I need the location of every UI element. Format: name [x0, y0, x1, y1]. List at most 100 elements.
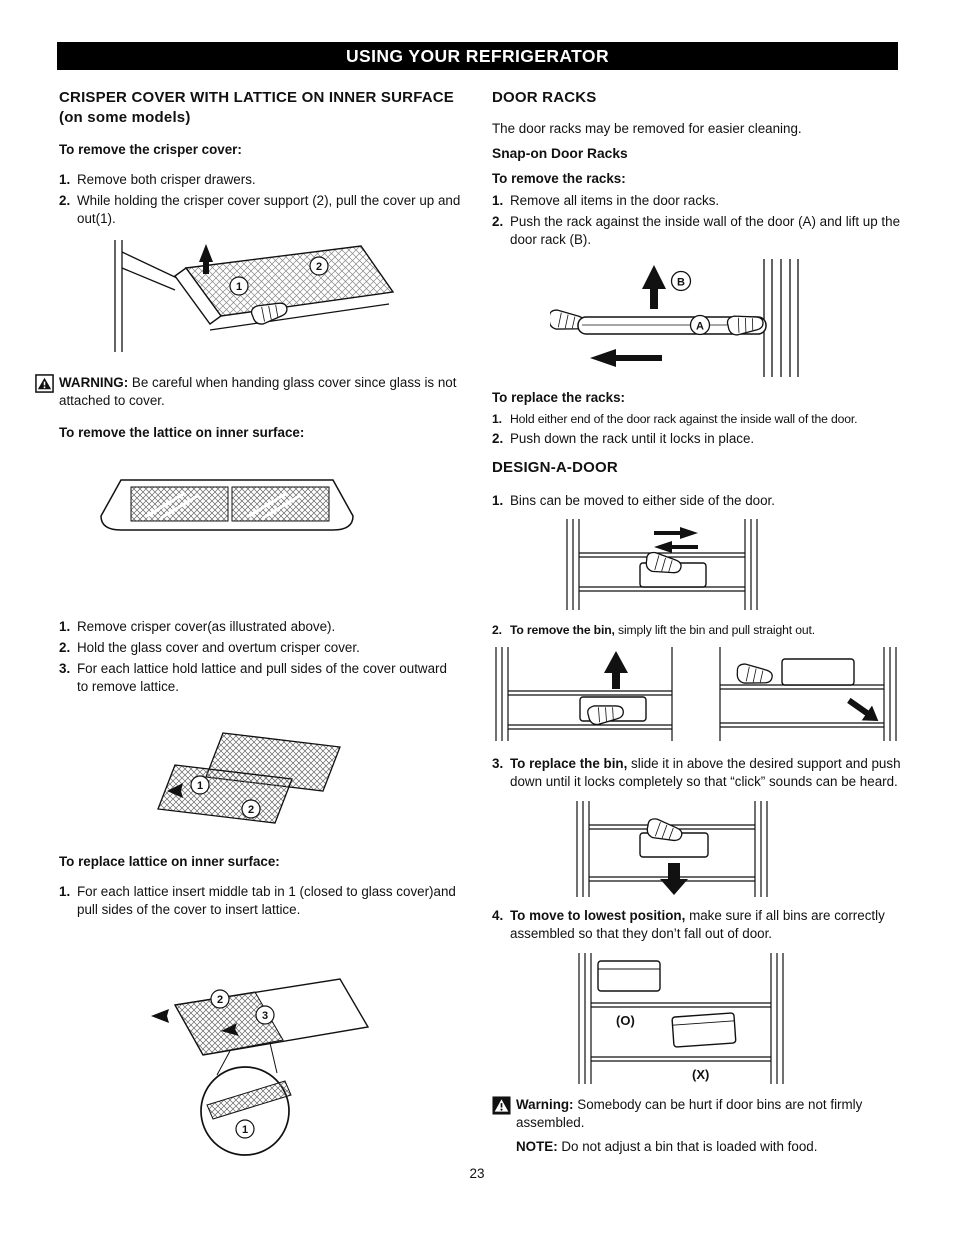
step-text: For each lattice hold lattice and pull s…: [77, 660, 447, 694]
warning-icon: [492, 1096, 511, 1120]
door-rack-illustration: B A: [550, 258, 799, 377]
pull-arrow-icon: [167, 783, 183, 799]
list-item: 1. Remove both crisper drawers.: [59, 171, 461, 189]
replace-bin-illustration: [576, 800, 768, 897]
step-text: Bins can be moved to either side of the …: [510, 492, 776, 508]
list-item: 2. Push down the rack until it locks in …: [492, 430, 906, 448]
door-frame: [578, 952, 784, 1084]
rack-bar: [577, 316, 767, 335]
cover-support: [209, 303, 390, 331]
pull-arrow-icon: [151, 1009, 169, 1024]
push-arrow-icon: [590, 348, 662, 367]
lowest-position-figure: (O) (X): [574, 951, 906, 1086]
step-text: Remove crisper cover(as illustrated abov…: [77, 618, 336, 634]
svg-text:2: 2: [217, 994, 223, 1006]
step-number: 3.: [492, 755, 504, 771]
replace-racks-steps: 1. Hold either end of the door rack agai…: [492, 411, 906, 448]
list-item: 1. Remove crisper cover(as illustrated a…: [59, 618, 461, 636]
page-title: USING YOUR REFRIGERATOR: [346, 46, 609, 66]
lattice-pair-illustration: 1 2: [157, 732, 341, 825]
fridge-wall: [114, 239, 178, 352]
circled-label-3: 3: [255, 1005, 275, 1025]
circled-label-1: 1: [235, 1119, 255, 1139]
replace-bin-figure: [572, 799, 906, 899]
hand-icon: [726, 315, 764, 336]
page-number: 23: [469, 1166, 485, 1181]
warning-text: Be careful when handing glass cover sinc…: [59, 374, 457, 408]
hand-icon: [250, 302, 288, 325]
step-number: 2.: [59, 639, 71, 655]
list-item: 2. While holding the crisper cover suppo…: [59, 192, 461, 228]
remove-cover-steps: 1. Remove both crisper drawers. 2. While…: [59, 171, 461, 228]
lift-arrow-icon: [604, 650, 628, 689]
cover-edge: [174, 266, 222, 325]
subhead-remove-cover: To remove the crisper cover:: [59, 142, 242, 157]
left-column: CRISPER COVER WITH LATTICE ON INNER SURF…: [35, 88, 461, 1161]
move-bin-figure: [562, 517, 906, 612]
move-bin-illustration: [566, 519, 758, 611]
bin-wrong: [671, 1011, 737, 1048]
list-item: 3. To replace the bin, slide it in above…: [492, 755, 906, 791]
right-column: DOOR RACKS The door racks may be removed…: [492, 88, 906, 1155]
pull-up-arrow-icon: [199, 243, 213, 274]
push-down-arrow-icon: [660, 862, 688, 895]
step-text: Hold either end of the door rack against…: [510, 411, 858, 426]
step-text: While holding the crisper cover support …: [77, 192, 461, 226]
crisper-cover-illustration: 1 2: [114, 239, 395, 352]
step-number: 4.: [492, 907, 504, 923]
pull-out-arrow-icon: [847, 697, 879, 721]
list-item: 2. Hold the glass cover and overtum cris…: [59, 639, 461, 657]
lattice-detail: [206, 1080, 292, 1120]
subhead-remove-lattice: To remove the lattice on inner surface:: [59, 424, 305, 440]
hand-icon: [646, 817, 683, 841]
svg-text:1: 1: [242, 1124, 248, 1136]
step-number: 1.: [59, 618, 71, 634]
subhead-remove-racks: To remove the racks:: [492, 170, 626, 186]
svg-text:3: 3: [262, 1010, 268, 1022]
step-text: To move to lowest position, make sure if…: [510, 907, 885, 941]
step-text: Hold the glass cover and overtum crisper…: [77, 639, 360, 655]
warning-icon: [35, 374, 54, 398]
lowest-position-illustration: (O) (X): [578, 952, 784, 1084]
svg-text:2: 2: [248, 804, 254, 816]
note-block: NOTE: Do not adjust a bin that is loaded…: [516, 1138, 906, 1156]
circled-label-1: 1: [190, 775, 210, 796]
step-number: 1.: [492, 192, 504, 208]
hand-icon: [645, 552, 682, 574]
replace-lattice-figure: 2 3 1: [125, 971, 461, 1161]
page-header: USING YOUR REFRIGERATOR: [57, 42, 898, 70]
step-number: 2.: [59, 192, 71, 208]
circled-label-2: 2: [241, 799, 261, 820]
remove-lattice-steps: 1. Remove crisper cover(as illustrated a…: [59, 618, 461, 696]
step-number: 3.: [59, 660, 71, 676]
circled-label-b: B: [670, 270, 692, 291]
subhead-snap-on: Snap-on Door Racks: [492, 146, 628, 162]
warning-label: WARNING:: [59, 374, 129, 390]
step-text: For each lattice insert middle tab in 1 …: [77, 884, 456, 918]
circled-label-a: A: [689, 314, 711, 335]
list-item: 3. For each lattice hold lattice and pul…: [59, 660, 461, 696]
wrong-label: (X): [692, 1067, 709, 1082]
remove-racks-steps: 1. Remove all items in the door racks. 2…: [492, 192, 906, 249]
circled-label-2: 2: [309, 256, 329, 276]
svg-text:2: 2: [316, 261, 322, 273]
ok-label: (O): [616, 1013, 635, 1028]
step-text: Remove all items in the door racks.: [510, 192, 720, 208]
warning-block: Warning: Somebody can be hurt if door bi…: [492, 1096, 906, 1132]
remove-bin-figure: [492, 645, 906, 743]
step-number: 1.: [59, 171, 71, 187]
section-title-design-a-door: DESIGN-A-DOOR: [492, 459, 618, 476]
section-title-door-racks: DOOR RACKS: [492, 89, 597, 106]
svg-text:1: 1: [197, 780, 203, 792]
step-number: 2.: [492, 213, 504, 229]
step-number: 1.: [492, 492, 504, 508]
lattice-panel: [231, 486, 330, 522]
list-item: 1. For each lattice insert middle tab in…: [59, 883, 461, 919]
step-number: 2.: [492, 623, 502, 638]
svg-text:A: A: [696, 320, 704, 332]
section-title-crisper: CRISPER COVER WITH LATTICE ON INNER SURF…: [59, 89, 455, 126]
step-number: 1.: [492, 411, 502, 426]
door-frame: [763, 258, 799, 377]
step-number: 2.: [492, 431, 504, 447]
